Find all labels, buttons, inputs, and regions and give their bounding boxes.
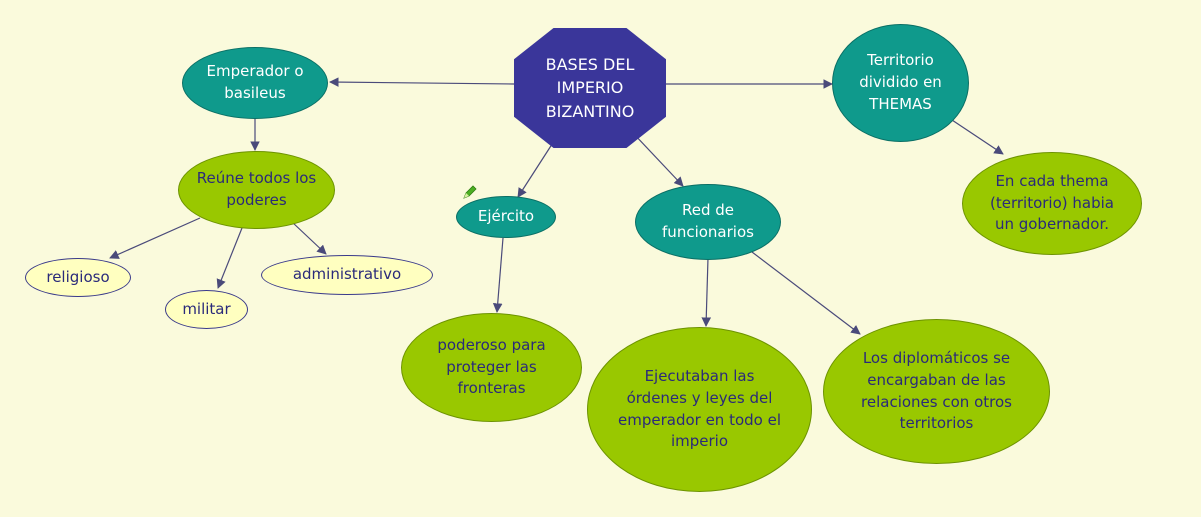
- node-ejercito[interactable]: Ejército: [456, 196, 556, 238]
- node-administrativo[interactable]: administrativo: [261, 255, 433, 295]
- pencil-icon: [463, 185, 477, 199]
- node-religioso[interactable]: religioso: [25, 258, 131, 297]
- node-reune-todos-los-poderes[interactable]: Reúne todos los poderes: [178, 151, 335, 229]
- node-red-de-funcionarios[interactable]: Red de funcionarios: [635, 184, 781, 260]
- edge-red-ejecutaban: [701, 257, 712, 327]
- edge-ejercito-poderoso: [492, 237, 504, 313]
- edge-reune-militar: [216, 227, 243, 289]
- edge-territorio-thema: [951, 119, 1004, 155]
- edge-root-ejercito: [517, 137, 557, 198]
- edge-reune-administrativo: [291, 221, 327, 255]
- node-thema[interactable]: En cada thema (territorio) habia un gobe…: [962, 152, 1142, 255]
- edge-reune-religioso: [109, 217, 201, 259]
- root-node[interactable]: BASES DEL IMPERIO BIZANTINO: [514, 28, 666, 148]
- edge-root-red: [631, 131, 684, 187]
- node-ejecutaban[interactable]: Ejecutaban las órdenes y leyes del emper…: [587, 327, 812, 492]
- node-militar[interactable]: militar: [165, 290, 248, 329]
- node-poderoso[interactable]: poderoso para proteger las fronteras: [401, 313, 582, 422]
- node-territorio[interactable]: Territorio dividido en THEMAS: [832, 24, 969, 142]
- edge-root-emperador: [329, 77, 515, 87]
- node-emperador[interactable]: Emperador o basileus: [182, 47, 328, 119]
- node-diplomaticos[interactable]: Los diplomáticos se encargaban de las re…: [823, 319, 1050, 464]
- edge-red-diplomaticos: [751, 251, 861, 335]
